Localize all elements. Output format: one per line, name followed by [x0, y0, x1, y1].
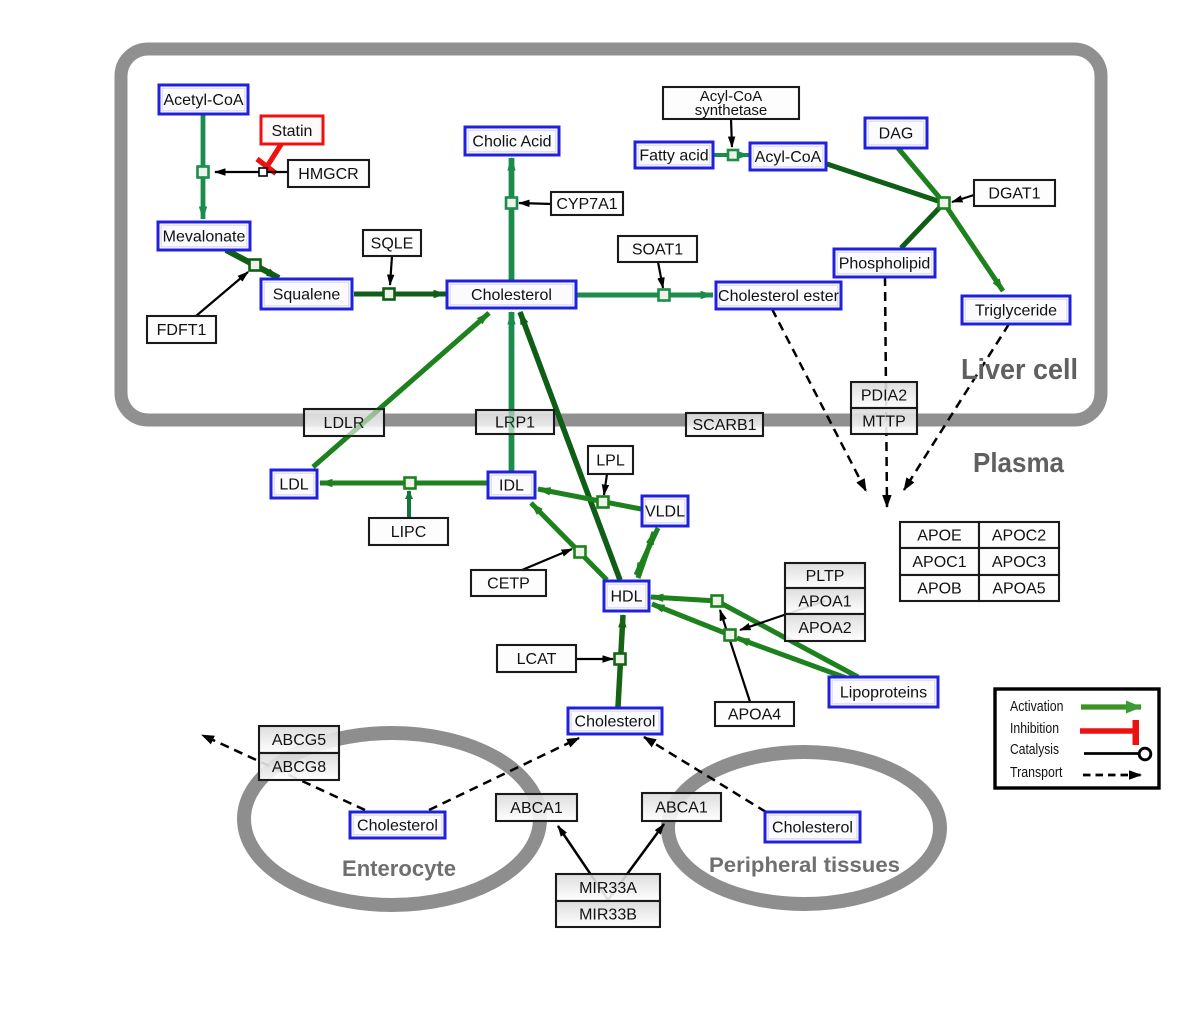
- svg-text:APOA4: APOA4: [728, 707, 781, 724]
- svg-text:Liver cell: Liver cell: [961, 354, 1078, 386]
- svg-text:MTTP: MTTP: [862, 414, 906, 431]
- svg-text:CETP: CETP: [487, 576, 530, 593]
- svg-text:CYP7A1: CYP7A1: [556, 196, 617, 213]
- svg-text:Cholic Acid: Cholic Acid: [472, 134, 551, 151]
- svg-text:Enterocyte: Enterocyte: [342, 856, 456, 881]
- svg-text:Cholesterol: Cholesterol: [575, 714, 656, 731]
- svg-text:APOA5: APOA5: [992, 581, 1045, 598]
- svg-text:Plasma: Plasma: [973, 447, 1064, 478]
- svg-text:Lipoproteins: Lipoproteins: [840, 685, 927, 702]
- svg-text:MIR33B: MIR33B: [579, 907, 637, 924]
- svg-text:Triglyceride: Triglyceride: [975, 303, 1057, 320]
- svg-text:SOAT1: SOAT1: [632, 242, 683, 259]
- svg-text:SCARB1: SCARB1: [692, 417, 756, 434]
- svg-text:HDL: HDL: [610, 589, 642, 606]
- svg-text:Activation: Activation: [1010, 698, 1064, 715]
- svg-text:DGAT1: DGAT1: [988, 186, 1040, 203]
- svg-text:LDLR: LDLR: [324, 415, 365, 432]
- svg-text:APOC1: APOC1: [912, 554, 966, 571]
- svg-text:FDFT1: FDFT1: [157, 322, 207, 339]
- svg-text:Cholesterol: Cholesterol: [772, 820, 853, 837]
- svg-text:Acetyl-CoA: Acetyl-CoA: [163, 92, 243, 109]
- svg-text:Inhibition: Inhibition: [1010, 720, 1059, 737]
- svg-text:LCAT: LCAT: [517, 651, 557, 668]
- svg-text:Cholesterol: Cholesterol: [471, 287, 552, 304]
- svg-text:SQLE: SQLE: [371, 236, 414, 253]
- svg-text:Acyl-CoA: Acyl-CoA: [755, 149, 822, 166]
- svg-text:Mevalonate: Mevalonate: [163, 229, 246, 246]
- svg-text:LRP1: LRP1: [495, 415, 535, 432]
- svg-text:APOC3: APOC3: [992, 554, 1046, 571]
- svg-text:APOA1: APOA1: [798, 594, 851, 611]
- svg-text:IDL: IDL: [499, 478, 524, 495]
- svg-text:Fatty acid: Fatty acid: [639, 148, 708, 165]
- svg-text:Cholesterol: Cholesterol: [357, 818, 438, 835]
- svg-text:Phospholipid: Phospholipid: [839, 256, 931, 273]
- svg-text:Acyl-CoA: Acyl-CoA: [700, 88, 763, 105]
- svg-text:MIR33A: MIR33A: [579, 880, 637, 897]
- svg-text:ABCA1: ABCA1: [510, 800, 563, 817]
- svg-text:VLDL: VLDL: [645, 504, 685, 521]
- svg-text:APOA2: APOA2: [798, 620, 851, 637]
- svg-text:APOE: APOE: [917, 528, 961, 545]
- svg-text:Squalene: Squalene: [273, 287, 341, 304]
- svg-text:Catalysis: Catalysis: [1010, 741, 1059, 758]
- svg-text:ABCG5: ABCG5: [272, 732, 326, 749]
- svg-text:APOB: APOB: [917, 581, 961, 598]
- svg-text:LPL: LPL: [596, 453, 625, 470]
- svg-text:ABCA1: ABCA1: [655, 800, 708, 817]
- svg-text:Peripheral tissues: Peripheral tissues: [709, 854, 900, 877]
- svg-text:HMGCR: HMGCR: [298, 166, 358, 183]
- svg-text:Transport: Transport: [1010, 764, 1063, 781]
- svg-text:DAG: DAG: [879, 126, 914, 143]
- svg-text:LIPC: LIPC: [391, 524, 427, 541]
- svg-text:LDL: LDL: [279, 477, 308, 494]
- svg-text:ABCG8: ABCG8: [272, 759, 326, 776]
- svg-text:synthetase: synthetase: [695, 102, 768, 119]
- svg-text:APOC2: APOC2: [992, 528, 1046, 545]
- svg-text:Statin: Statin: [272, 123, 313, 140]
- svg-text:Cholesterol ester: Cholesterol ester: [718, 288, 840, 305]
- svg-text:PDIA2: PDIA2: [861, 388, 907, 405]
- svg-text:PLTP: PLTP: [806, 568, 845, 585]
